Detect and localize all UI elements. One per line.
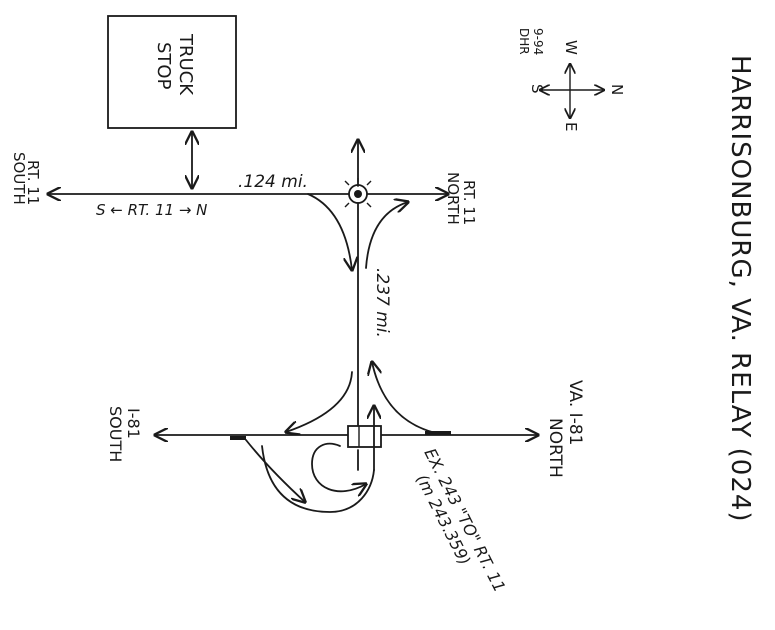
ramp-connector-to-i81-south <box>286 371 353 432</box>
rt11-north-label-2: NORTH <box>444 172 462 225</box>
i81-south-label-2: SOUTH <box>106 406 125 462</box>
truck-stop-label-2: STOP <box>153 42 174 90</box>
truck-stop-box <box>107 15 237 129</box>
compass-north-label: N <box>608 84 626 95</box>
ramp-i81-north-to-connector <box>372 362 433 433</box>
rt11-direction-label: S ← RT. 11 → N <box>96 201 207 219</box>
distance-237-label: .237 mi. <box>372 268 392 338</box>
ramp-rt11-to-connector <box>307 193 352 270</box>
traffic-signal-icon <box>344 178 372 208</box>
compass-west-label: W <box>562 40 580 55</box>
ramp-connector-to-rt11 <box>365 202 408 269</box>
page-title: HARRISONBURG, VA. RELAY (024) <box>725 55 755 523</box>
ramp-gore-mark-north <box>425 431 451 435</box>
i81-south-label-1: I-81 <box>124 408 143 439</box>
rt11-north-label-1: RT. 11 <box>460 180 478 225</box>
compass-rose-icon <box>540 64 604 118</box>
loop-ramp-inner <box>311 442 366 492</box>
truck-stop-label-1: TRUCK <box>175 33 196 96</box>
ramp-gore-mark-south <box>230 436 246 440</box>
i81-north-label-2: NORTH <box>545 418 565 478</box>
distance-124-label: .124 mi. <box>238 172 308 192</box>
ramp-i81-south-exit-loop <box>245 439 305 502</box>
date-label: 9-94 <box>531 28 545 55</box>
rt11-south-label-2: SOUTH <box>10 152 28 205</box>
rt11-south-label-1: RT. 11 <box>24 160 42 205</box>
initials-label: DHR <box>517 28 531 55</box>
compass-east-label: E <box>562 122 580 131</box>
overpass-bridge <box>347 425 382 448</box>
i81-north-label-1: VA. I-81 <box>565 380 585 445</box>
compass-south-label: S <box>528 84 546 94</box>
